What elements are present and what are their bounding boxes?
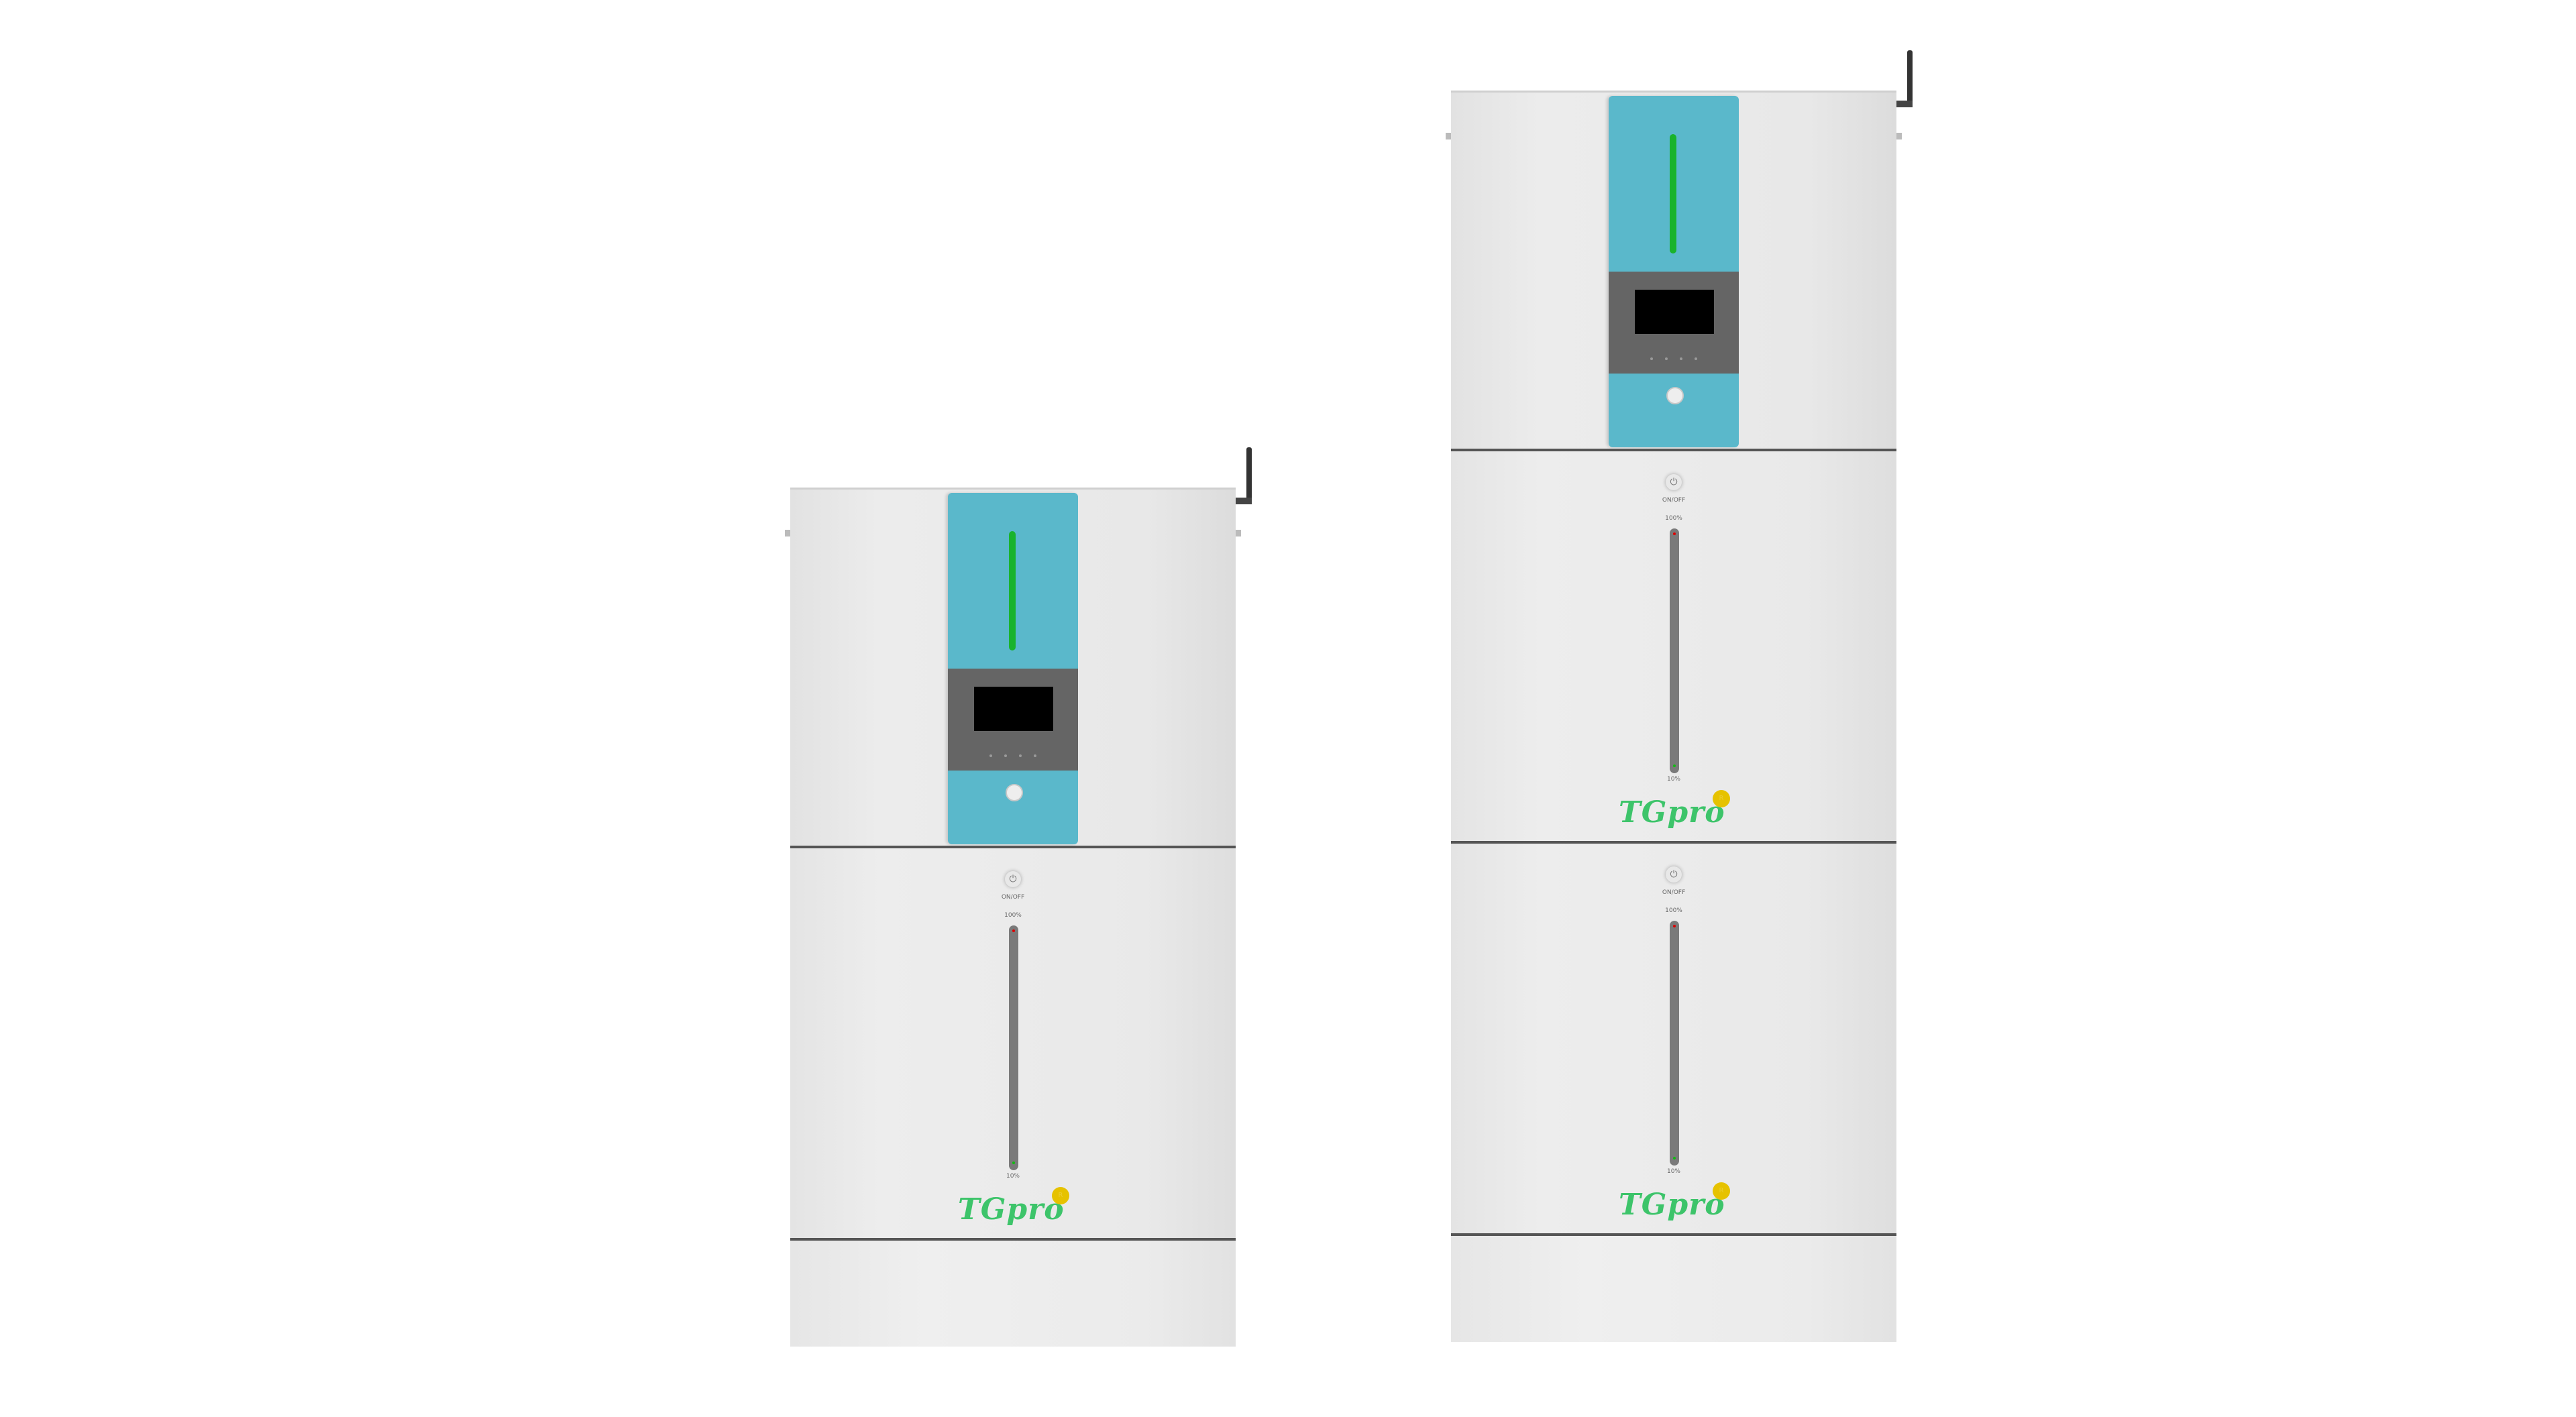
indicator-dot	[1004, 754, 1007, 757]
power-icon[interactable]: ⏻	[1005, 871, 1021, 887]
status-light-bar	[1009, 531, 1016, 650]
indicator-dot	[1650, 357, 1653, 360]
registered-sun-icon: R	[1713, 1182, 1730, 1200]
power-label: ON/OFF	[1001, 894, 1025, 901]
led-full	[1673, 925, 1676, 927]
status-light-bar	[1670, 134, 1676, 253]
side-bracket	[1896, 133, 1902, 139]
wifi-antenna	[1907, 50, 1913, 104]
brand-logo-text: TGpro	[1619, 1188, 1725, 1222]
registered-sun-icon: R	[1713, 790, 1730, 807]
led-low	[1673, 1157, 1676, 1159]
led-low	[1673, 764, 1676, 767]
side-bracket	[785, 530, 790, 536]
control-strip	[948, 669, 1078, 771]
led-full	[1012, 929, 1015, 932]
soc-bottom-label: 10%	[1666, 776, 1680, 783]
led-low	[1012, 1161, 1015, 1164]
soc-bottom-label: 10%	[1006, 1173, 1020, 1180]
indicator-dot	[1680, 357, 1682, 360]
state-of-charge-bar	[1670, 528, 1679, 773]
power-label: ON/OFF	[1662, 889, 1686, 896]
soc-top-label: 100%	[1665, 515, 1682, 522]
state-of-charge-bar	[1009, 925, 1018, 1170]
antenna-mount	[1236, 498, 1252, 504]
power-label: ON/OFF	[1662, 497, 1686, 504]
inverter-button[interactable]	[1006, 784, 1023, 801]
led-full	[1673, 532, 1676, 535]
side-bracket	[1236, 530, 1241, 536]
lcd-display	[1635, 290, 1714, 334]
inverter-button[interactable]	[1666, 387, 1684, 404]
brand-logo-text: TGpro	[1619, 795, 1725, 830]
inverter-front-panel	[948, 493, 1078, 844]
base-plinth	[1451, 1233, 1896, 1342]
indicator-dot	[989, 754, 992, 757]
soc-top-label: 100%	[1665, 907, 1682, 914]
indicator-dot	[1019, 754, 1022, 757]
indicator-dot	[1695, 357, 1697, 360]
control-strip	[1609, 272, 1739, 374]
indicator-dot	[1665, 357, 1668, 360]
wifi-antenna	[1246, 447, 1252, 501]
lcd-display	[974, 687, 1053, 731]
inverter-module	[1446, 50, 1913, 449]
registered-sun-icon: R	[1052, 1187, 1069, 1204]
base-plinth	[790, 1238, 1236, 1347]
brand-logo-text: TGpro	[958, 1192, 1065, 1227]
soc-top-label: 100%	[1004, 912, 1022, 919]
inverter-front-panel	[1609, 96, 1739, 447]
state-of-charge-bar	[1670, 921, 1679, 1166]
indicator-dot	[1034, 754, 1036, 757]
inverter-module	[785, 447, 1252, 846]
power-icon[interactable]: ⏻	[1666, 474, 1682, 490]
soc-bottom-label: 10%	[1666, 1168, 1680, 1175]
side-bracket	[1446, 133, 1451, 139]
antenna-mount	[1896, 101, 1913, 107]
power-icon[interactable]: ⏻	[1666, 866, 1682, 883]
